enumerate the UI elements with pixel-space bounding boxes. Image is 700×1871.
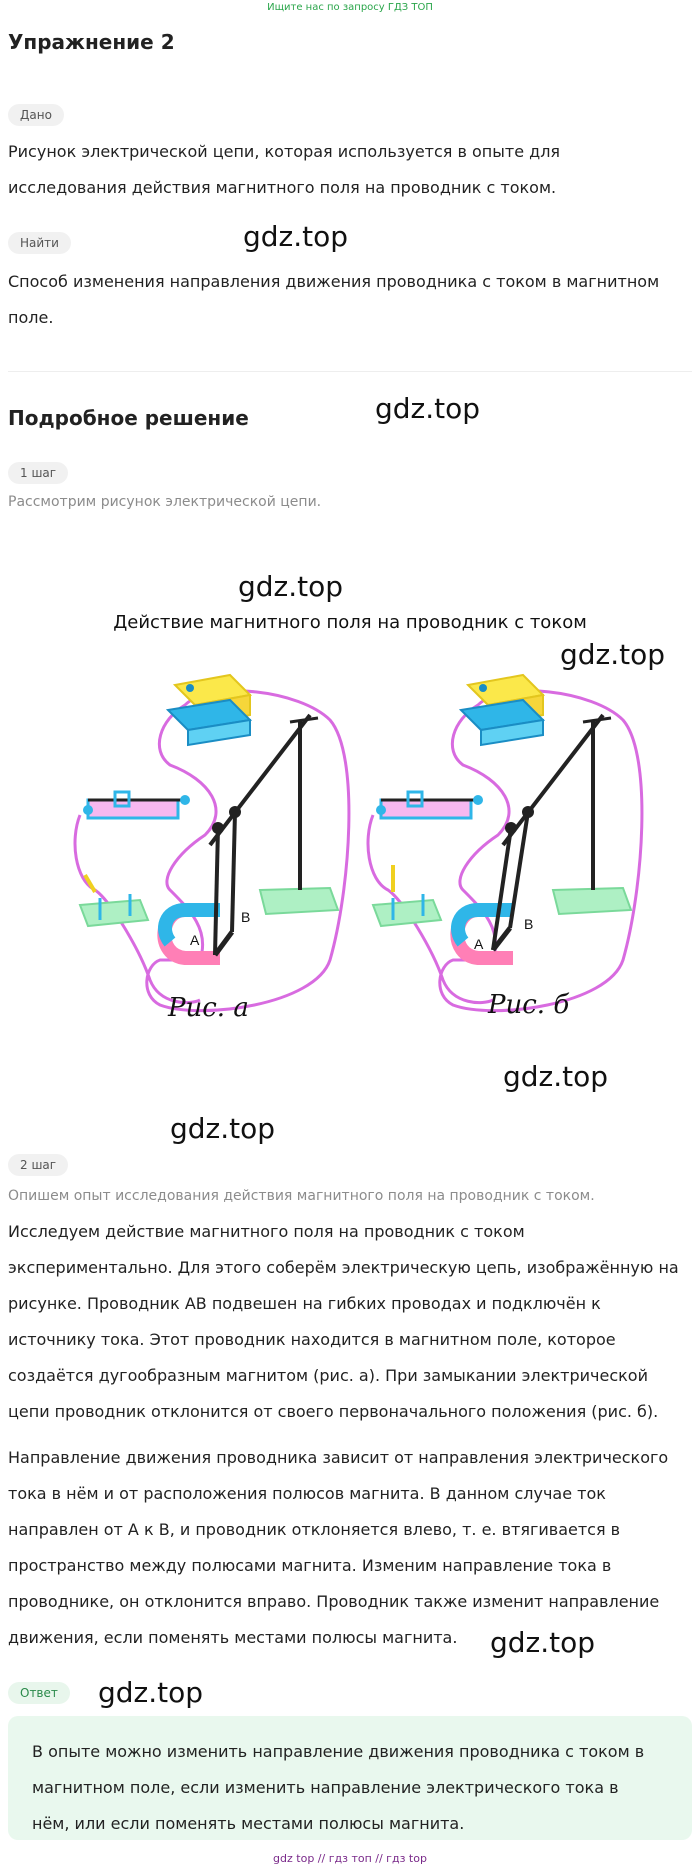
given-line-2: исследования действия магнитного поля на… bbox=[8, 178, 557, 197]
top-search-link[interactable]: Ищите нас по запросу ГДЗ ТОП bbox=[267, 2, 433, 13]
rheostat-b bbox=[376, 790, 483, 820]
label-B-b: B bbox=[524, 916, 533, 932]
para2-line: пространство между полюсами магнита. Изм… bbox=[8, 1556, 612, 1575]
watermark: gdz.top bbox=[98, 1676, 204, 1709]
watermark: gdz.top bbox=[560, 638, 666, 671]
bottom-link[interactable]: gdz top // гдз топ // гдз top bbox=[273, 1852, 427, 1865]
caption-fig-a: Рис. а bbox=[168, 993, 249, 1023]
figure-title: Действие магнитного поля на проводник с … bbox=[113, 612, 587, 633]
find-line-1: Способ изменения направления движения пр… bbox=[8, 272, 660, 291]
answer-box: В опыте можно изменить направление движе… bbox=[8, 1716, 692, 1840]
given-line-1: Рисунок электрической цепи, которая испо… bbox=[8, 142, 561, 161]
answer-text: В опыте можно изменить направление движе… bbox=[32, 1734, 672, 1842]
step2-badge: 2 шаг bbox=[8, 1154, 69, 1176]
label-B-a: B bbox=[241, 909, 250, 925]
answer-badge: Ответ bbox=[8, 1682, 70, 1704]
battery-b bbox=[458, 673, 546, 747]
watermark: gdz.top bbox=[238, 570, 344, 603]
watermark: gdz.top bbox=[503, 1060, 609, 1093]
wire-loop-a bbox=[145, 689, 351, 1013]
magnet-a bbox=[157, 903, 220, 965]
page-title: Упражнение 2 bbox=[8, 30, 175, 54]
caption-fig-b: Рис. б bbox=[488, 990, 570, 1020]
stand-base-b bbox=[551, 886, 633, 916]
para1-line: создаётся дугообразным магнитом (рис. а)… bbox=[8, 1366, 648, 1385]
section-divider bbox=[8, 371, 692, 372]
answer-line: нём, или если поменять местами полюсы ма… bbox=[32, 1814, 465, 1833]
para1-line: рисунке. Проводник AB подвешен на гибких… bbox=[8, 1294, 601, 1313]
para2-line: тока в нём и от расположения полюсов маг… bbox=[8, 1484, 606, 1503]
para1-line: Исследуем действие магнитного поля на пр… bbox=[8, 1222, 525, 1241]
step2-paragraph-1: Исследуем действие магнитного поля на пр… bbox=[8, 1214, 692, 1430]
switch-b bbox=[371, 865, 443, 928]
find-badge: Найти bbox=[8, 232, 71, 254]
magnet-b bbox=[450, 903, 513, 965]
step1-subtitle: Рассмотрим рисунок электрической цепи. bbox=[8, 494, 322, 510]
answer-line: В опыте можно изменить направление движе… bbox=[32, 1742, 645, 1761]
battery-a bbox=[165, 673, 253, 747]
label-A-a: A bbox=[190, 932, 200, 948]
para1-line: источнику тока. Этот проводник находится… bbox=[8, 1330, 616, 1349]
watermark: gdz.top bbox=[243, 220, 349, 253]
step2-paragraph-2: Направление движения проводника зависит … bbox=[8, 1440, 692, 1656]
wire-loop-b bbox=[438, 689, 644, 1013]
figure-b bbox=[366, 673, 644, 1013]
solution-title: Подробное решение bbox=[8, 406, 249, 430]
label-A-b: A bbox=[474, 936, 484, 952]
para2-line: Направление движения проводника зависит … bbox=[8, 1448, 669, 1467]
given-badge: Дано bbox=[8, 104, 64, 126]
watermark: gdz.top bbox=[170, 1112, 276, 1145]
figure-a bbox=[73, 673, 351, 1013]
watermark: gdz.top bbox=[375, 392, 481, 425]
step2-subtitle: Опишем опыт исследования действия магнит… bbox=[8, 1188, 595, 1204]
para2-line: движения, если поменять местами полюсы м… bbox=[8, 1628, 458, 1647]
watermark: gdz.top bbox=[490, 1626, 596, 1659]
circuit-figure: A B bbox=[73, 673, 644, 1013]
stand-base-a bbox=[258, 886, 340, 916]
rheostat-a bbox=[83, 790, 190, 820]
switch-a bbox=[78, 873, 150, 928]
para2-line: проводнике, он отклонится вправо. Провод… bbox=[8, 1592, 660, 1611]
answer-line: магнитном поле, если изменить направлени… bbox=[32, 1778, 619, 1797]
para1-line: цепи проводник отклонится от своего перв… bbox=[8, 1402, 659, 1421]
find-line-2: поле. bbox=[8, 308, 54, 327]
para1-line: экспериментально. Для этого соберём элек… bbox=[8, 1258, 679, 1277]
step1-badge: 1 шаг bbox=[8, 462, 69, 484]
find-text: Способ изменения направления движения пр… bbox=[8, 264, 692, 336]
para2-line: направлен от A к B, и проводник отклоняе… bbox=[8, 1520, 621, 1539]
given-text: Рисунок электрической цепи, которая испо… bbox=[8, 134, 692, 206]
